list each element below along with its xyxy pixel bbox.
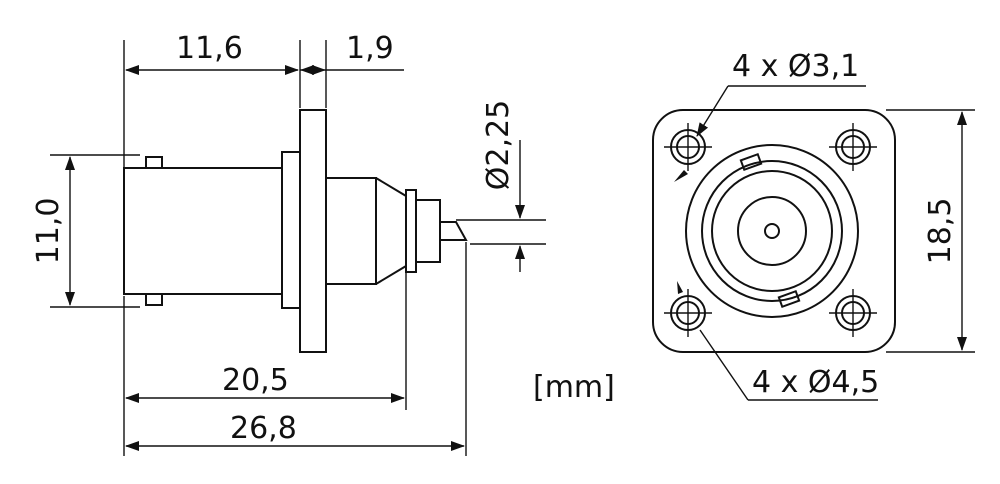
mounting-hole-bottom-left [664, 289, 712, 337]
front-view: 4 x Ø3,1 4 x Ø4,5 18,5 [652, 49, 975, 401]
solder-pin [440, 221, 468, 241]
rear-nut [405, 189, 417, 273]
label-hole-small: 4 x Ø3,1 [732, 49, 859, 84]
rear-taper [375, 177, 407, 285]
mounting-hole-top-left [664, 123, 712, 171]
label-flange-size: 18,5 [923, 198, 958, 265]
mounting-hole-bottom-right [829, 289, 877, 337]
label-20-5: 20,5 [222, 363, 289, 398]
connector-body [123, 167, 283, 295]
body-outline [685, 144, 859, 318]
label-pin-diameter: Ø2,25 [481, 100, 516, 190]
unit-label: [mm] [533, 370, 615, 405]
front-flange [652, 109, 896, 353]
bayonet-lug-bottom [145, 293, 163, 306]
front-lug-top [739, 152, 763, 172]
body-shoulder [281, 151, 301, 309]
side-view: 11,6 1,9 11,0 Ø2,25 20,5 26,8 [31, 31, 546, 456]
label-1-9: 1,9 [346, 31, 394, 66]
mounting-flange [299, 109, 327, 353]
front-lug-bottom [777, 289, 801, 309]
dielectric-ring [737, 196, 807, 266]
body-ring-mid [711, 170, 833, 292]
mounting-hole-top-right [829, 123, 877, 171]
center-pin [764, 223, 780, 239]
bayonet-lug-top [145, 156, 163, 169]
label-11-0: 11,0 [31, 198, 66, 265]
label-11-6: 11,6 [176, 31, 243, 66]
body-ring-outer [701, 160, 843, 302]
label-26-8: 26,8 [230, 411, 297, 446]
label-hole-large: 4 x Ø4,5 [752, 365, 879, 400]
rear-body [325, 177, 377, 285]
pin-housing [415, 199, 441, 263]
